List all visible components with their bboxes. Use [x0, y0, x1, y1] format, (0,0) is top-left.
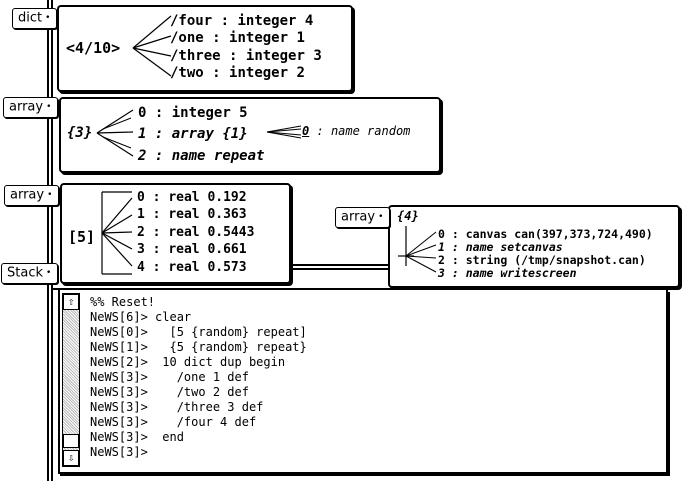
terminal-top-rule	[52, 288, 668, 290]
array2-summary: [5]	[68, 228, 96, 246]
tag-bullet-icon: •	[46, 102, 52, 112]
array2-entry[interactable]: 4 : real 0.573	[137, 260, 247, 275]
terminal-line: NeWS[6]> clear	[90, 310, 192, 324]
array3-entry[interactable]: 1 : name setcanvas	[438, 240, 563, 254]
terminal-line: NeWS[2]> 10 dict dup begin	[90, 355, 286, 369]
tag-bullet-icon: •	[378, 212, 384, 222]
array2-tag-label: array	[10, 187, 45, 203]
terminal-line: %% Reset!	[90, 295, 156, 309]
terminal-window[interactable]	[58, 290, 668, 474]
dict-entry[interactable]: /three : integer 3	[170, 48, 322, 64]
terminal-line: NeWS[3]> /three 3 def	[90, 400, 264, 414]
tag-bullet-icon: •	[45, 13, 51, 23]
array1-sub-fan	[266, 125, 302, 139]
scroll-thumb[interactable]	[63, 434, 79, 448]
stack-rail-left	[47, 0, 49, 481]
array3-fan-lines	[398, 226, 437, 273]
array1-box[interactable]	[59, 97, 441, 173]
array2-entry[interactable]: 1 : real 0.363	[137, 207, 247, 222]
array3-tag-label: array	[341, 209, 376, 225]
array1-entry[interactable]: 2 : name repeat	[138, 148, 265, 164]
terminal-line: NeWS[1]> {5 {random} repeat}	[90, 340, 307, 354]
array2-entry[interactable]: 3 : real 0.661	[137, 242, 247, 257]
dict-fan-lines	[132, 15, 172, 77]
dict-tag-label: dict	[18, 10, 43, 26]
array1-entry[interactable]: 1 : array {1}	[138, 126, 248, 142]
stack-tag-label: Stack	[7, 265, 43, 281]
array2-box[interactable]	[60, 183, 291, 284]
dict-entry[interactable]: /two : integer 2	[170, 65, 305, 81]
terminal-line[interactable]: NeWS[3]>	[90, 445, 148, 459]
array1-entry[interactable]: 0 : integer 5	[138, 105, 248, 121]
scroll-up-arrow-icon[interactable]: ⇧	[63, 294, 79, 310]
scroll-down-arrow-icon[interactable]: ⇩	[63, 450, 79, 466]
array3-tag[interactable]: array•	[335, 207, 391, 228]
array2-tag[interactable]: array•	[4, 185, 60, 206]
array3-entry[interactable]: 2 : string (/tmp/snapshot.can)	[438, 253, 646, 267]
array1-fan-lines	[96, 109, 134, 157]
terminal-line: NeWS[3]> end	[90, 430, 184, 444]
dict-entry[interactable]: /one : integer 1	[170, 30, 305, 46]
terminal-line: NeWS[3]> /one 1 def	[90, 370, 249, 384]
array1-tag[interactable]: array•	[3, 97, 59, 118]
array1-summary: {3}	[67, 125, 93, 141]
dict-entry[interactable]: /four : integer 4	[170, 13, 314, 29]
array3-box[interactable]	[388, 205, 680, 288]
array3-entry[interactable]: 3 : name writescreen	[438, 266, 577, 280]
connector-array3-b	[290, 268, 390, 270]
array3-entry[interactable]: 0 : canvas can(397,373,724,490)	[438, 227, 653, 241]
array1-tag-label: array	[9, 99, 44, 115]
array2-fan-lines	[101, 191, 133, 275]
terminal-line: NeWS[3]> /two 2 def	[90, 385, 249, 399]
array3-summary: {4}	[397, 209, 419, 223]
dict-tag[interactable]: dict•	[12, 8, 58, 29]
stack-tag[interactable]: Stack•	[1, 263, 59, 284]
stack-rail-right	[51, 0, 53, 481]
tag-bullet-icon: •	[46, 268, 52, 278]
array1-sub-entry[interactable]: 0 : name random	[302, 124, 411, 138]
terminal-line: NeWS[0]> [5 {random} repeat]	[90, 325, 307, 339]
array2-entry[interactable]: 0 : real 0.192	[137, 190, 247, 205]
connector-array3	[290, 264, 390, 266]
tag-bullet-icon: •	[47, 190, 53, 200]
dict-summary: <4/10>	[66, 39, 121, 57]
terminal-scrollbar[interactable]: ⇧ ⇩	[62, 293, 80, 467]
terminal-line: NeWS[3]> /four 4 def	[90, 415, 257, 429]
array2-entry[interactable]: 2 : real 0.5443	[137, 225, 255, 240]
dict-box[interactable]	[57, 5, 353, 92]
